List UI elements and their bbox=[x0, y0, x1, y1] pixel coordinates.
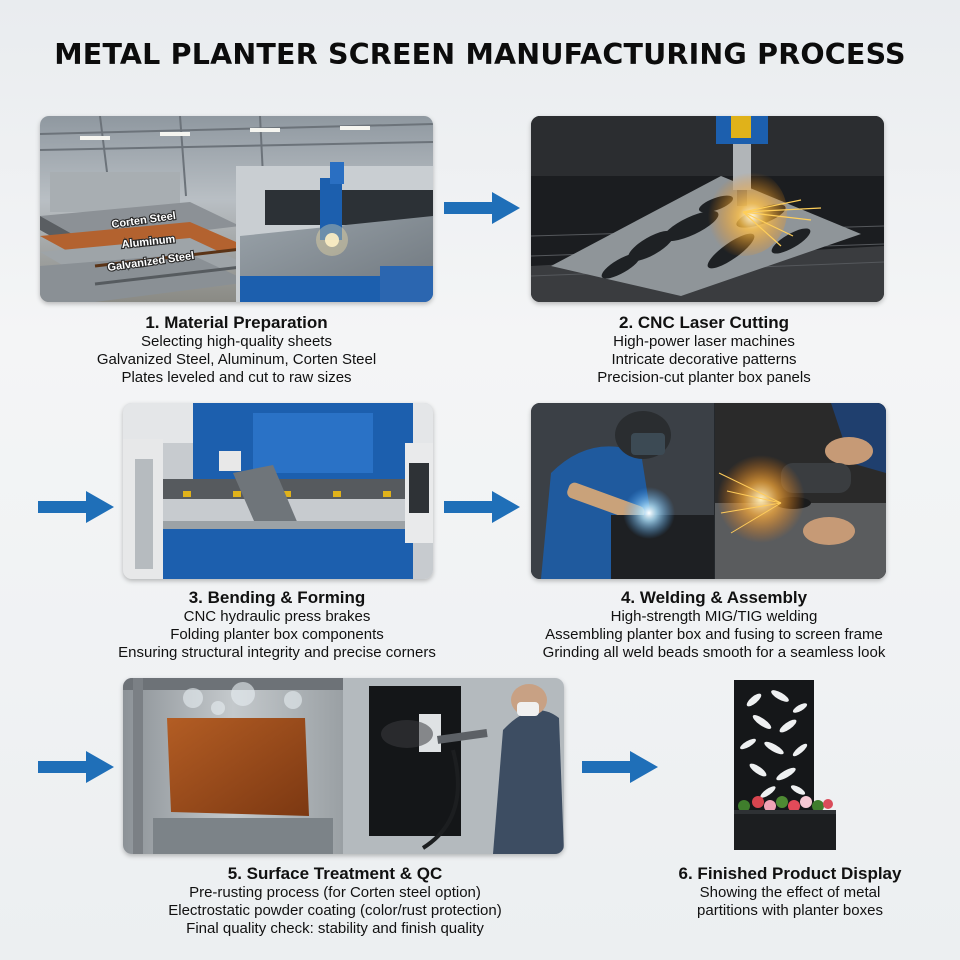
arrow-right-icon bbox=[444, 491, 520, 523]
step-5-heading: 5. Surface Treatment & QC bbox=[227, 864, 443, 883]
step-2-line: Intricate decorative patterns bbox=[611, 351, 797, 369]
step-5-line: Final quality check: stability and finis… bbox=[186, 920, 484, 938]
step-2-heading: 2. CNC Laser Cutting bbox=[618, 313, 790, 332]
step-5-line: Pre-rusting process (for Corten steel op… bbox=[189, 884, 481, 901]
step-6-heading: 6. Finished Product Display bbox=[678, 864, 902, 883]
arrow-right-icon bbox=[582, 751, 658, 783]
step-3-line: Folding planter box components bbox=[170, 626, 384, 644]
step-1-heading: 1. Material Preparation bbox=[145, 313, 328, 332]
aluminum-label: Aluminum bbox=[121, 233, 176, 251]
arrow-right-icon bbox=[38, 491, 114, 523]
welding-assembly-photo bbox=[531, 403, 886, 579]
cnc-laser-cutting-photo bbox=[531, 116, 884, 302]
finished-product-photo bbox=[718, 678, 858, 854]
step-6-line: partitions with planter boxes bbox=[697, 902, 883, 920]
step-1-caption: 1. Material Preparation Selecting high-q… bbox=[40, 312, 433, 388]
material-preparation-photo: Corten Steel Aluminum Galvanized Steel bbox=[40, 116, 433, 302]
step-2-line: High-power laser machines bbox=[613, 333, 795, 350]
arrow-right-icon bbox=[38, 751, 114, 783]
step-4-heading: 4. Welding & Assembly bbox=[620, 588, 808, 607]
step-1-line: Selecting high-quality sheets bbox=[141, 333, 332, 350]
step-6-line: Showing the effect of metal bbox=[699, 884, 881, 901]
step-3-line: CNC hydraulic press brakes bbox=[183, 608, 371, 625]
step-5-line: Electrostatic powder coating (color/rust… bbox=[168, 902, 502, 920]
step-3-line: Ensuring structural integrity and precis… bbox=[118, 644, 436, 662]
step-6-caption: 6. Finished Product Display Showing the … bbox=[660, 863, 920, 920]
page-title: METAL PLANTER SCREEN MANUFACTURING PROCE… bbox=[54, 38, 906, 71]
step-4-line: Assembling planter box and fusing to scr… bbox=[545, 626, 883, 644]
step-1-line: Plates leveled and cut to raw sizes bbox=[121, 369, 352, 387]
step-4-caption: 4. Welding & Assembly High-strength MIG/… bbox=[504, 587, 924, 663]
step-3-heading: 3. Bending & Forming bbox=[188, 588, 366, 607]
step-1-line: Galvanized Steel, Aluminum, Corten Steel bbox=[96, 351, 377, 369]
step-4-line: High-strength MIG/TIG welding bbox=[610, 608, 818, 625]
step-3-caption: 3. Bending & Forming CNC hydraulic press… bbox=[70, 587, 484, 663]
arrow-right-icon bbox=[444, 192, 520, 224]
step-2-caption: 2. CNC Laser Cutting High-power laser ma… bbox=[504, 312, 904, 388]
bending-forming-photo bbox=[123, 403, 433, 579]
step-5-caption: 5. Surface Treatment & QC Pre-rusting pr… bbox=[130, 863, 540, 939]
surface-treatment-photo bbox=[123, 678, 564, 854]
step-2-line: Precision-cut planter box panels bbox=[597, 369, 811, 387]
step-4-line: Grinding all weld beads smooth for a sea… bbox=[542, 644, 886, 662]
